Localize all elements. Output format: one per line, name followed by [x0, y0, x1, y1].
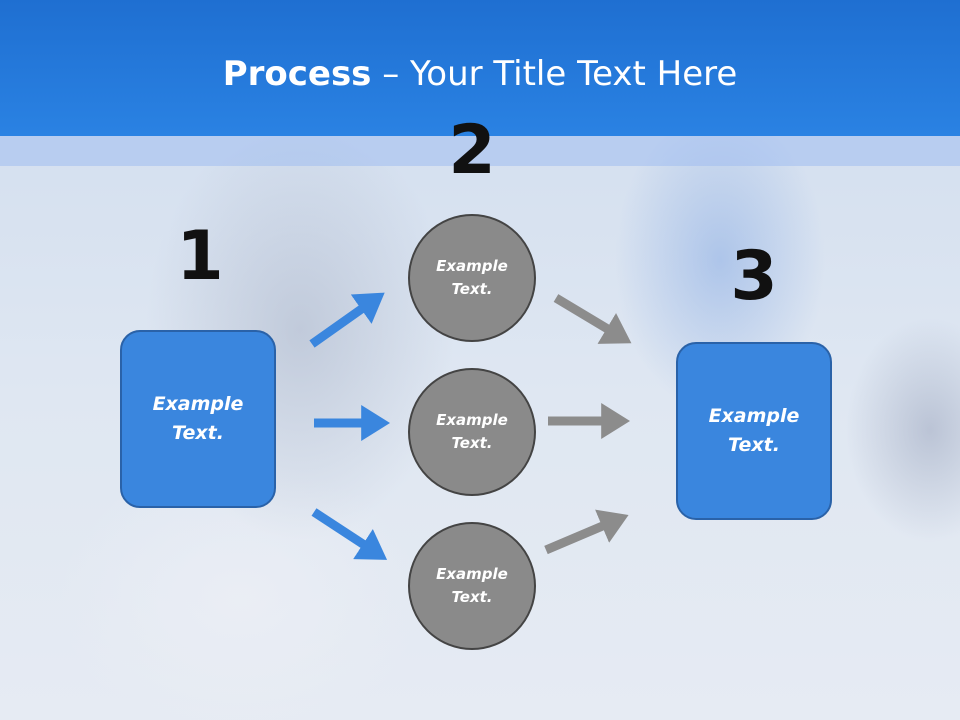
process-circle-bottom: Example Text.	[408, 522, 536, 650]
title-bold: Process	[222, 54, 372, 94]
arrow-gray-up	[544, 509, 629, 555]
left-box-text: Example Text.	[152, 393, 244, 444]
step-number-1: 1	[176, 217, 224, 296]
step-number-2: 2	[448, 111, 496, 190]
arrow-blue-down	[311, 508, 388, 560]
right-process-box: Example Text.	[676, 342, 832, 520]
left-process-box: Example Text.	[120, 330, 276, 508]
arrow-gray-down	[553, 294, 632, 344]
right-box-text: Example Text.	[708, 405, 800, 456]
circle-top-text: Example Text.	[436, 257, 508, 298]
process-circle-top: Example Text.	[408, 214, 536, 342]
title-bar	[0, 0, 960, 136]
title-rest: – Your Title Text Here	[371, 54, 738, 94]
process-circle-middle: Example Text.	[408, 368, 536, 496]
circle-bottom-text: Example Text.	[436, 565, 508, 606]
circle-middle-text: Example Text.	[436, 411, 508, 452]
step-number-3: 3	[730, 237, 778, 316]
title-bar-accent	[0, 136, 960, 166]
arrow-blue-up	[309, 292, 385, 348]
slide-title: Process – Your Title Text Here	[0, 52, 960, 96]
